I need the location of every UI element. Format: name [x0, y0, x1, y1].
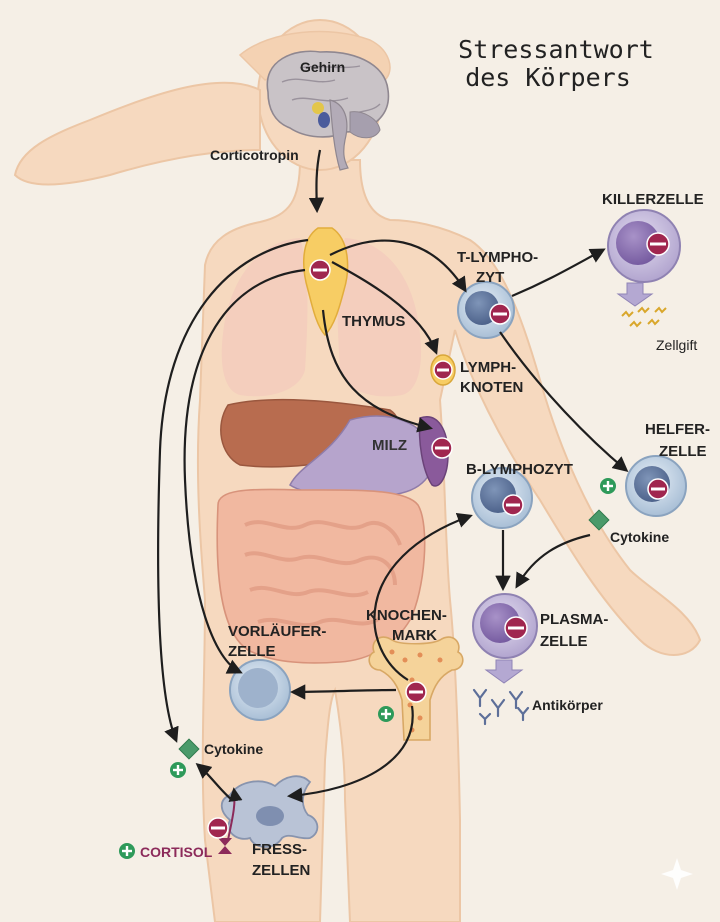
cortisol-label: CORTISOL [140, 844, 213, 860]
antibody-label: Antikörper [532, 697, 603, 713]
spleen-label: MILZ [372, 437, 407, 454]
bone-marrow-label-2: MARK [392, 627, 437, 644]
sparkle-icon [661, 858, 693, 890]
b-lymphocyte-label: B-LYMPHOZYT [466, 461, 573, 478]
lymph-node-label-1: LYMPH- [460, 359, 516, 376]
minus-badge-thymus [309, 259, 331, 281]
bone-marrow-label-1: KNOCHEN- [366, 607, 447, 624]
antibody-arrow [484, 659, 524, 684]
helper-cell-label-2: ZELLE [659, 443, 707, 460]
title-line-2: des Körpers [465, 63, 631, 92]
plus-badge-cortisol [119, 843, 135, 859]
thymus [303, 227, 349, 337]
cytokine-left-label: Cytokine [204, 741, 263, 757]
toxin-particles [621, 306, 667, 328]
macrophage-label-2: ZELLEN [252, 862, 310, 879]
antibody-symbols [472, 688, 530, 726]
minus-badge-lymph [433, 360, 453, 380]
toxin-arrow [616, 282, 654, 307]
minus-badge-b-lymphocyte [502, 494, 524, 516]
killer-cell [607, 209, 681, 283]
hourglass-icon [218, 838, 232, 854]
precursor-cell-label-1: VORLÄUFER- [228, 623, 326, 640]
plus-badge-helper [600, 478, 616, 494]
minus-badge-t-lymphocyte [489, 303, 511, 325]
corticotropin-label: Corticotropin [210, 147, 299, 163]
brain-label: Gehirn [300, 59, 345, 75]
toxin-label: Zellgift [656, 337, 697, 353]
plasma-cell-label-1: PLASMA- [540, 611, 608, 628]
arrows [157, 149, 629, 841]
plus-badge-bone-marrow [378, 706, 394, 722]
plus-badge-cytokine [170, 762, 186, 778]
minus-badge-plasma [504, 616, 528, 640]
lymph-node-label-2: KNOTEN [460, 379, 523, 396]
t-lymphocyte-label-2: ZYT [476, 269, 504, 286]
thymus-label: THYMUS [342, 313, 405, 330]
t-lymphocyte-label-1: T-LYMPHO- [457, 249, 538, 266]
cytokine-right-label: Cytokine [610, 529, 669, 545]
cytokine-right-diamond [588, 509, 610, 531]
minus-badge-spleen [431, 437, 453, 459]
brain: Gehirn [266, 50, 390, 171]
minus-badge-macrophage [207, 817, 229, 839]
macrophage-label-1: FRESS- [252, 841, 307, 858]
precursor-cell-label-2: ZELLE [228, 643, 276, 660]
minus-badge-helper [647, 478, 669, 500]
cytokine-left-diamond [178, 738, 200, 760]
minus-badge-killer [646, 232, 670, 256]
precursor-cell [229, 659, 291, 721]
killer-cell-label: KILLERZELLE [602, 191, 704, 208]
intestines [216, 488, 426, 664]
plasma-cell-label-2: ZELLE [540, 633, 588, 650]
helper-cell-label-1: HELFER- [645, 421, 710, 438]
minus-badge-bone-marrow [405, 681, 427, 703]
title-line-1: Stressantwort [458, 35, 654, 64]
